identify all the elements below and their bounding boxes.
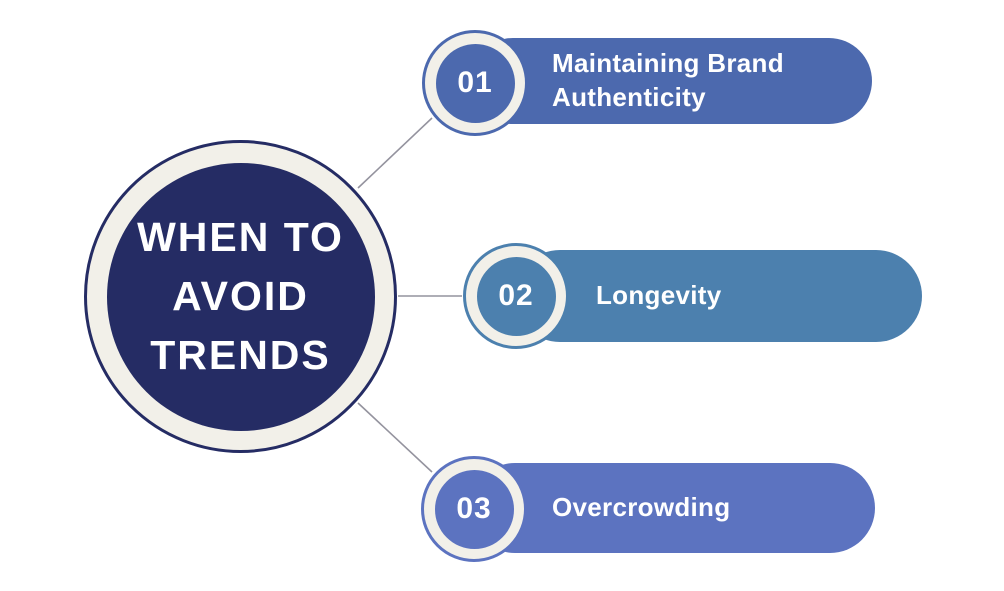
item-number-badge-3: 03 [421,456,527,562]
central-topic-title-line: TRENDS [150,332,331,379]
item-number-3: 03 [434,469,514,549]
connector-line-3 [357,402,433,473]
central-topic-title-line: AVOID [172,272,309,319]
item-number-2: 02 [476,256,556,336]
item-number-badge-2: 02 [463,243,569,349]
central-topic-title-line: WHEN TO [137,213,344,260]
item-pill-2: Longevity [514,250,922,342]
central-topic-circle: WHEN TO AVOID TRENDS [84,140,397,453]
item-number-1: 01 [435,43,515,123]
item-number-badge-1: 01 [422,30,528,136]
item-pill-1: Maintaining Brand Authenticity [470,38,872,124]
item-label-2: Longevity [596,280,722,311]
item-label-3: Overcrowding [552,492,731,523]
connector-line-1 [357,117,433,189]
item-pill-3: Overcrowding [470,463,875,553]
central-topic-inner-circle: WHEN TO AVOID TRENDS [106,162,375,431]
item-label-1: Maintaining Brand Authenticity [552,48,784,112]
